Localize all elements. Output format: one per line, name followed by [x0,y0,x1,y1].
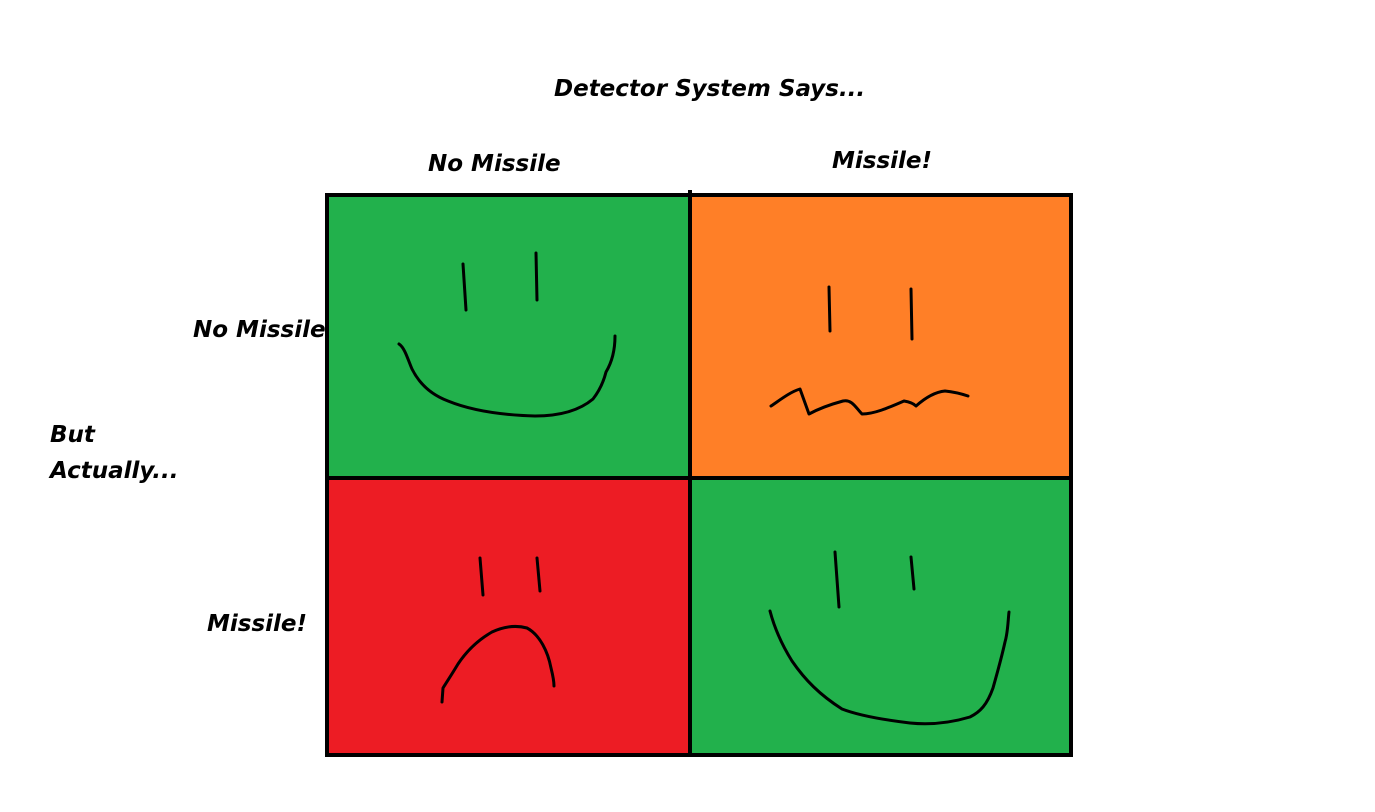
diagram-title: Detector System Says... [554,76,866,102]
big-smile-icon [768,550,1011,726]
cell-false-alarm [690,195,1071,478]
smile-icon [397,251,617,418]
cell-missed-detection [327,478,690,755]
cell-true-positive [690,478,1071,755]
column-header-no-missile: No Missile [428,151,561,177]
row-header-missile: Missile! [207,611,308,637]
column-header-missile: Missile! [832,148,933,174]
matrix-grid [325,190,1073,757]
row-axis-label-line-1: But [50,422,95,448]
wavy-mouth-icon [769,285,970,416]
frown-icon [440,556,556,704]
row-header-no-missile: No Missile [193,317,326,343]
cell-true-negative [327,195,690,478]
row-axis-label-line-2: Actually... [50,458,179,484]
